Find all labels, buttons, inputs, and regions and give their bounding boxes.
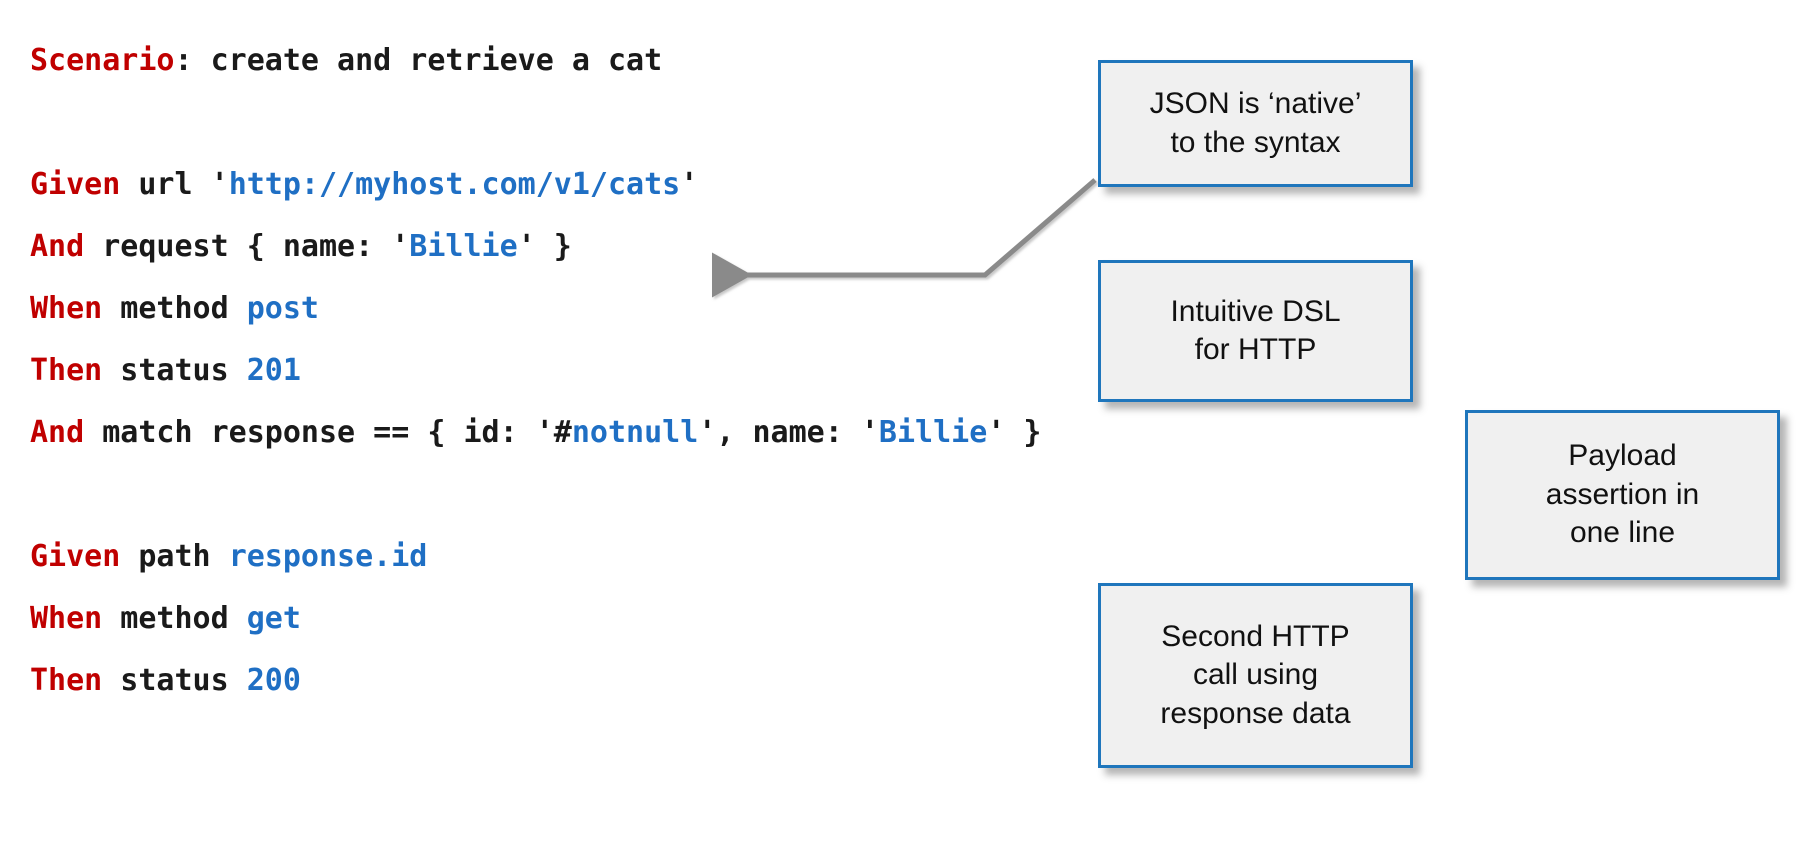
token-punc: ' [680, 167, 699, 202]
token-plain: request { name: [84, 229, 392, 264]
token-plain: , name: [716, 415, 861, 450]
token-val: Billie [409, 229, 518, 264]
token-plain: match response == { id: [84, 415, 536, 450]
token-punc: ' [210, 167, 229, 202]
callout-payload-assertion[interactable]: Payload assertion in one line [1465, 410, 1780, 580]
code-line-when-method-get: When method get [30, 588, 1130, 650]
token-val: get [246, 601, 301, 636]
token-kw: Then [30, 353, 103, 388]
code-line-scenario: Scenario: create and retrieve a cat [30, 30, 1130, 92]
code-line-blank-2 [30, 464, 1130, 526]
token-punc: ' [517, 229, 536, 264]
code-line-then-status-200: Then status 200 [30, 650, 1130, 712]
token-plain: status [102, 663, 247, 698]
callout-second-http-call[interactable]: Second HTTP call using response data [1098, 583, 1413, 768]
token-val: 200 [246, 663, 301, 698]
token-plain: method [102, 601, 247, 636]
token-plain [30, 477, 48, 512]
code-line-given-url: Given url 'http://myhost.com/v1/cats' [30, 154, 1130, 216]
code-line-then-status-201: Then status 201 [30, 340, 1130, 402]
token-plain: url [120, 167, 211, 202]
token-punc: ' [987, 415, 1006, 450]
token-kw: When [30, 291, 103, 326]
code-line-when-method-post: When method post [30, 278, 1130, 340]
token-punc: '# [535, 415, 572, 450]
token-val: http://myhost.com/v1/cats [228, 167, 681, 202]
karate-script: Scenario: create and retrieve a cat Give… [30, 30, 1130, 712]
token-punc: ' [391, 229, 410, 264]
code-line-given-path: Given path response.id [30, 526, 1130, 588]
token-val: 201 [246, 353, 301, 388]
token-kw: When [30, 601, 103, 636]
token-kw: Then [30, 663, 103, 698]
token-punc: ' [698, 415, 717, 450]
token-kw: Scenario [30, 43, 175, 78]
token-kw: Given [30, 539, 121, 574]
token-plain: } [535, 229, 572, 264]
token-plain: status [102, 353, 247, 388]
token-plain [30, 105, 48, 140]
token-plain: method [102, 291, 247, 326]
token-kw: Given [30, 167, 121, 202]
callout-json-native[interactable]: JSON is ‘native’ to the syntax [1098, 60, 1413, 187]
token-plain: path [120, 539, 229, 574]
token-val: Billie [878, 415, 988, 450]
token-punc: ' [860, 415, 879, 450]
token-val: response.id [228, 539, 428, 574]
token-val: post [246, 291, 319, 326]
token-kw: And [30, 415, 85, 450]
code-line-and-match-response: And match response == { id: '#notnull', … [30, 402, 1130, 464]
token-plain: : create and retrieve a cat [174, 43, 663, 78]
token-plain: } [1005, 415, 1042, 450]
token-val: notnull [571, 415, 699, 450]
token-kw: And [30, 229, 85, 264]
code-line-and-request: And request { name: 'Billie' } [30, 216, 1130, 278]
code-line-blank-1 [30, 92, 1130, 154]
callout-intuitive-dsl[interactable]: Intuitive DSL for HTTP [1098, 260, 1413, 402]
